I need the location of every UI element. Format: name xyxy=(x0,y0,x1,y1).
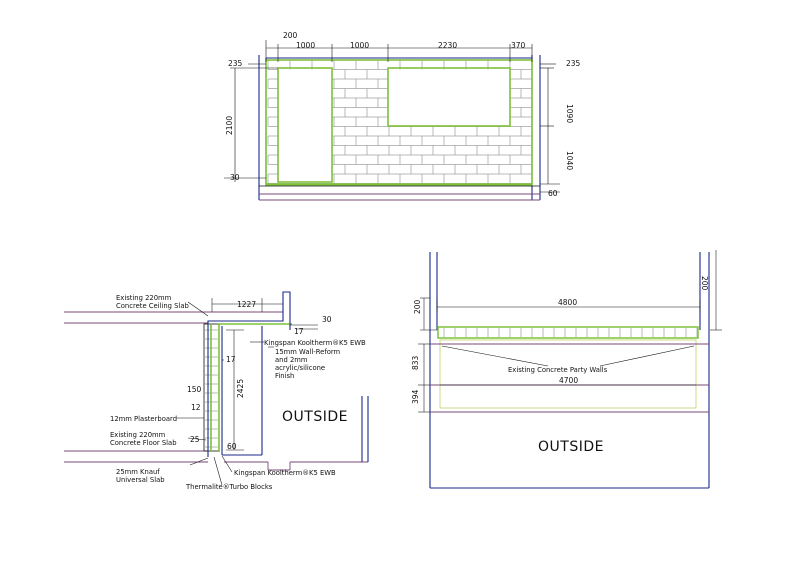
section-dimensions xyxy=(176,298,318,486)
elevation-dimensions xyxy=(224,40,560,193)
block-coursing xyxy=(267,59,532,184)
label-party-walls: Existing Concrete Party Walls xyxy=(508,366,608,374)
dim-200-plan-left: 200 xyxy=(413,299,422,314)
label-knauf-1: 25mm Knauf xyxy=(116,468,160,476)
label-finish-1: 15mm Wall-Reform xyxy=(275,348,341,356)
dim-30-base: 30 xyxy=(230,173,240,182)
dim-30-section: 30 xyxy=(322,315,332,324)
dim-1000-a: 1000 xyxy=(296,41,315,50)
label-finish-4: Finish xyxy=(275,372,294,380)
dim-150: 150 xyxy=(187,385,202,394)
elevation-openings xyxy=(265,59,533,186)
label-floor-2: Concrete Floor Slab xyxy=(110,439,177,447)
label-knauf-2: Universal Slab xyxy=(116,476,165,484)
section-frame xyxy=(207,291,369,462)
plan-dimensions xyxy=(418,250,722,413)
kingspan-insulation xyxy=(210,323,292,452)
dim-17-b: 17 xyxy=(226,355,236,364)
dim-1040: 1040 xyxy=(565,151,574,170)
label-finish-2: and 2mm xyxy=(275,356,308,364)
dim-25: 25 xyxy=(190,435,200,444)
dim-2230: 2230 xyxy=(438,41,457,50)
plan-block-wall xyxy=(443,328,698,337)
dim-17-a: 17 xyxy=(294,327,304,336)
label-floor-1: Existing 220mm xyxy=(110,431,166,439)
dim-60-section: 60 xyxy=(227,442,237,451)
dim-235-left: 235 xyxy=(228,59,243,68)
label-kingspan-bottom: Kingspan Kooltherm®K5 EWB xyxy=(234,469,336,477)
dim-60-base: 60 xyxy=(548,189,558,198)
label-plasterboard: 12mm Plasterboard xyxy=(110,415,177,423)
floor-slab xyxy=(64,450,368,471)
dim-200-top: 200 xyxy=(283,31,298,40)
ceiling-slab xyxy=(64,311,283,324)
dim-4700: 4700 xyxy=(559,376,578,385)
elevation-walls xyxy=(258,55,541,200)
label-ceiling-1: Existing 220mm xyxy=(116,294,172,302)
outside-label-section: OUTSIDE xyxy=(282,409,348,425)
outside-label-plan: OUTSIDE xyxy=(538,439,604,455)
dim-370: 370 xyxy=(511,41,526,50)
dim-4800: 4800 xyxy=(558,298,577,307)
dim-200-plan-right: 200 xyxy=(700,276,709,291)
dim-833: 833 xyxy=(411,355,420,370)
dim-2100: 2100 xyxy=(225,116,234,135)
elevation-base xyxy=(259,185,540,201)
dim-394: 394 xyxy=(411,389,420,404)
label-kingspan-top: Kingspan Kooltherm®K5 EWB xyxy=(264,339,366,347)
dim-2425: 2425 xyxy=(236,379,245,398)
plan-view: 200 200 4800 Existing Concrete Party Wal… xyxy=(411,250,722,489)
dim-1000-b: 1000 xyxy=(350,41,369,50)
label-thermalite: Thermalite®Turbo Blocks xyxy=(185,483,273,491)
section-view: Existing 220mm Concrete Ceiling Slab 122… xyxy=(64,291,369,491)
dim-1227: 1227 xyxy=(237,300,256,309)
label-finish-3: acrylic/silicone xyxy=(275,364,325,372)
dim-235-right: 235 xyxy=(566,59,581,68)
label-ceiling-2: Concrete Ceiling Slab xyxy=(116,302,189,310)
plan-insulation xyxy=(437,326,699,339)
party-walls xyxy=(429,252,710,489)
dim-1090: 1090 xyxy=(565,104,574,123)
elevation-view: 200 1000 1000 2230 370 235 235 2100 30 1… xyxy=(224,31,581,201)
dim-12: 12 xyxy=(191,403,201,412)
